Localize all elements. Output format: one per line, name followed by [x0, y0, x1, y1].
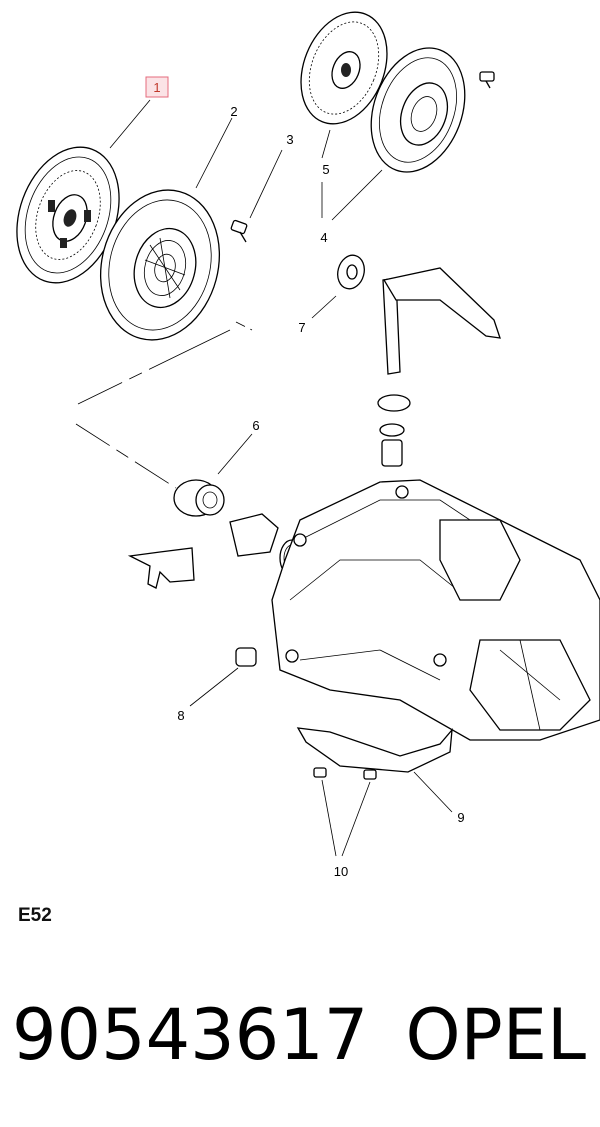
assembly-lines	[75, 321, 253, 489]
pressure-plate-part-2[interactable]	[84, 177, 235, 354]
bolts-part-10[interactable]	[313, 767, 377, 780]
leader-lines	[109, 99, 453, 857]
release-fork[interactable]	[127, 547, 195, 589]
alt-clutch-disc-part-5[interactable]	[285, 0, 403, 137]
callout-3[interactable]: 3	[286, 132, 293, 147]
release-bearing-part-6[interactable]	[173, 479, 225, 517]
brand-name: OPEL	[405, 994, 586, 1076]
exploded-clutch-diagram: 1 2 3 4 5 6 7 8 9 10	[0, 0, 600, 879]
callout-7[interactable]: 7	[298, 320, 305, 335]
callout-8[interactable]: 8	[177, 708, 184, 723]
callout-6[interactable]: 6	[252, 418, 259, 433]
gearbox-housing	[271, 479, 600, 741]
part-number: 90543617	[12, 994, 369, 1076]
cover-plate-part-9[interactable]	[296, 727, 453, 773]
alt-pressure-plate-part-4[interactable]	[355, 35, 481, 185]
bolt-part-3[interactable]	[230, 219, 248, 243]
bushing-part-8[interactable]	[235, 647, 257, 667]
alt-bolt[interactable]	[479, 71, 495, 89]
seal-part-7[interactable]	[334, 252, 368, 292]
part-info-line: 90543617 OPEL	[12, 990, 592, 1080]
clutch-disc-part-1[interactable]	[0, 133, 137, 297]
callout-1[interactable]: 1	[153, 80, 160, 95]
callout-4[interactable]: 4	[320, 230, 327, 245]
release-shaft[interactable]	[377, 267, 501, 467]
callout-2[interactable]: 2	[230, 104, 237, 119]
diagram-code: E52	[18, 905, 52, 926]
callout-5[interactable]: 5	[322, 162, 329, 177]
callout-1-highlight[interactable]: 1	[145, 76, 169, 98]
callout-10[interactable]: 10	[334, 864, 348, 879]
callout-9[interactable]: 9	[457, 810, 464, 825]
